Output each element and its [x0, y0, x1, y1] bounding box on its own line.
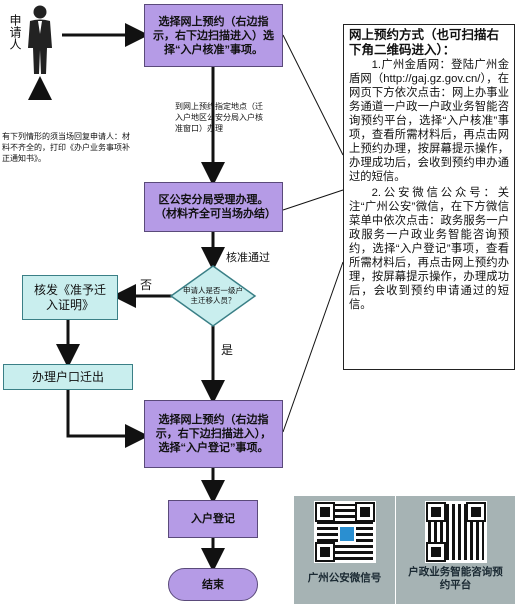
step-online-booking-approval: 选择网上预约（右边指示，右下边扫描进入）选择“入户核准”事项。	[144, 4, 283, 67]
decision-diamond	[169, 265, 257, 327]
qr-code-icon	[313, 501, 376, 563]
approved-label: 核准通过	[226, 252, 270, 264]
qr-tile-wechat: 广州公安微信号	[294, 496, 395, 604]
end-terminal: 结束	[168, 568, 258, 601]
qr-label-platform: 户政业务智能咨询预约平台	[408, 566, 503, 591]
booking-instructions-panel: 网上预约方式（也可扫描右下角二维码进入）： 1.广州金盾网：登陆广州金盾网（ht…	[343, 24, 515, 370]
callout-line-step2	[282, 189, 344, 211]
callout-line-step3	[282, 261, 344, 433]
qr-tile-platform: 户政业务智能咨询预约平台	[396, 496, 515, 604]
panel-item-jindun: 1.广州金盾网：登陆广州金盾网（http://gaj.gz.gov.cn/），在…	[349, 59, 509, 183]
step-district-police-accept: 区公安分局受理办理。（材料齐全可当场办结）	[144, 182, 283, 232]
panel-item-wechat: 2.公安微信公众号：关注“广州公安”微信，在下方微信菜单中依次点击：政务服务一户…	[349, 187, 509, 311]
left-note: 有下列情形的须当场回复申请人：材料不齐全的，打印《办户业务事项补正通知书》。	[2, 132, 130, 163]
callout-line-step1	[282, 34, 344, 156]
yes-label: 是	[221, 343, 234, 357]
issue-permit-box: 核发《准予迁入证明》	[22, 275, 118, 320]
qr-code-icon	[424, 501, 487, 563]
person-icon	[25, 4, 55, 76]
step-online-booking-register: 选择网上预约（右边指示，右下边扫描进入），选择“入户登记”事项。	[144, 400, 283, 468]
qr-label-wechat: 广州公安微信号	[307, 572, 382, 584]
move-out-box: 办理户口迁出	[3, 364, 133, 390]
applicant-label: 申请人	[8, 14, 22, 50]
no-label: 否	[140, 278, 153, 292]
panel-title: 网上预约方式（也可扫描右下角二维码进入）：	[349, 28, 500, 57]
decision-text: 申请人是否一级户主迁移人员？	[183, 286, 243, 305]
register-box: 入户登记	[168, 500, 258, 538]
arrow-moveout-to-step3	[66, 390, 149, 448]
step1-note: 到网上预约指定地点（迁入户地区公安分局入户核准窗口）办理	[175, 102, 263, 133]
